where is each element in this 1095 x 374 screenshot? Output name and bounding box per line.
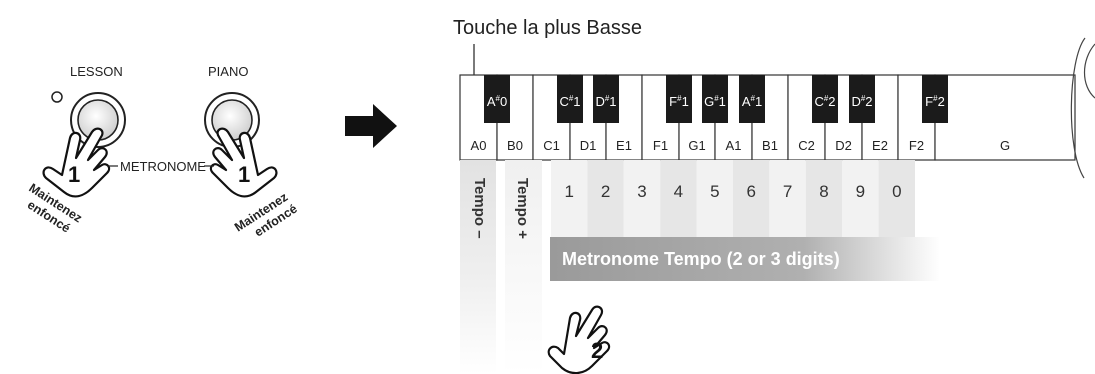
- tempo-minus-column: [460, 160, 496, 374]
- tempo-plus-column: [505, 160, 542, 374]
- digit-column-0: [878, 160, 915, 237]
- white-key-g[interactable]: [934, 74, 1076, 161]
- white-key-label: E1: [616, 138, 632, 153]
- black-key-dsharp1[interactable]: [593, 75, 619, 123]
- white-key-label: G: [1000, 138, 1010, 153]
- digit-column-4: [660, 160, 697, 237]
- white-key-label: A1: [726, 138, 742, 153]
- digit-label-1: 1: [564, 182, 573, 201]
- black-key-csharp2[interactable]: [812, 75, 838, 123]
- lowest-key-label: Touche la plus Basse: [453, 17, 642, 39]
- tempo-minus-label: Tempo –: [471, 178, 488, 239]
- white-key-label: C1: [543, 138, 560, 153]
- black-key-label: D#1: [595, 94, 616, 109]
- white-key-label: G1: [688, 138, 705, 153]
- keyboard-edge-curve-small: [1084, 43, 1095, 99]
- step2-number: 2: [591, 338, 603, 363]
- digit-column-8: [805, 160, 843, 237]
- digit-column-2: [587, 160, 624, 237]
- white-key-label: B0: [507, 138, 523, 153]
- black-key-asharp0[interactable]: [484, 75, 510, 123]
- press-hand-right-icon: [209, 127, 278, 198]
- digit-label-4: 4: [674, 182, 683, 201]
- digit-label-9: 9: [856, 182, 865, 201]
- press-hand-step2-icon: 2: [547, 305, 611, 374]
- black-key-label: F#1: [669, 94, 689, 109]
- digit-labels: 1 2 3 4 5 6 7 8 9 0: [564, 182, 901, 201]
- black-key-label: A#1: [742, 94, 762, 109]
- lesson-piano-panel: LESSON PIANO 1 1 METRONOME Maintenez enf…: [25, 64, 300, 240]
- black-key-label: A#0: [487, 94, 507, 109]
- digit-column-5: [696, 160, 733, 237]
- black-key-csharp1[interactable]: [557, 75, 583, 123]
- white-key-label: C2: [798, 138, 815, 153]
- white-key-label: A0: [471, 138, 487, 153]
- digit-label-2: 2: [601, 182, 610, 201]
- white-key-label: F2: [909, 138, 924, 153]
- white-key-label: D2: [835, 138, 852, 153]
- lesson-led-indicator: [51, 91, 63, 103]
- black-key-label: G#1: [704, 94, 726, 109]
- metronome-tempo-banner-text: Metronome Tempo (2 or 3 digits): [562, 249, 840, 269]
- metronome-tempo-banner: [550, 237, 940, 281]
- black-key-fsharp2[interactable]: [922, 75, 948, 123]
- keyboard-edge-curve: [1070, 37, 1086, 179]
- metronome-label: METRONOME: [120, 159, 206, 174]
- arrow-right-icon: [345, 104, 397, 148]
- white-key-label: E2: [872, 138, 888, 153]
- digit-columns: [551, 160, 915, 237]
- step1-number-right: 1: [238, 162, 250, 187]
- black-key-dsharp2[interactable]: [849, 75, 875, 123]
- digit-label-8: 8: [819, 182, 828, 201]
- black-key-label: D#2: [851, 94, 872, 109]
- tempo-plus-label: Tempo +: [514, 178, 531, 239]
- black-key-label: C#2: [814, 94, 835, 109]
- white-key-label: B1: [762, 138, 778, 153]
- press-hand-left-icon: 1: [42, 127, 111, 198]
- digit-column-6: [733, 160, 770, 237]
- digit-column-1: [551, 160, 588, 237]
- digit-label-3: 3: [637, 182, 646, 201]
- digit-column-9: [842, 160, 879, 237]
- white-key-label: F1: [653, 138, 668, 153]
- black-key-fsharp1[interactable]: [666, 75, 692, 123]
- step1-number-left: 1: [68, 162, 80, 187]
- lesson-label: LESSON: [70, 64, 123, 79]
- digit-column-7: [769, 160, 806, 237]
- digit-label-7: 7: [783, 182, 792, 201]
- piano-keyboard: A0 B0 C1 D1 E1 F1 G1 A1 B1 C2 D2 E2 F2 G A#0 C#1 D#1 F#1 G…: [459, 74, 1076, 161]
- hold-text-right: Maintenez enfoncé: [232, 190, 300, 240]
- digit-column-3: [623, 160, 661, 237]
- lesson-button[interactable]: [70, 92, 126, 148]
- black-key-label: F#2: [925, 94, 945, 109]
- digit-label-5: 5: [710, 182, 719, 201]
- white-key-label: D1: [580, 138, 597, 153]
- digit-label-0: 0: [892, 182, 901, 201]
- black-key-label: C#1: [559, 94, 580, 109]
- black-key-asharp1[interactable]: [739, 75, 765, 123]
- piano-label: PIANO: [208, 64, 248, 79]
- digit-label-6: 6: [746, 182, 755, 201]
- black-key-gsharp1[interactable]: [702, 75, 728, 123]
